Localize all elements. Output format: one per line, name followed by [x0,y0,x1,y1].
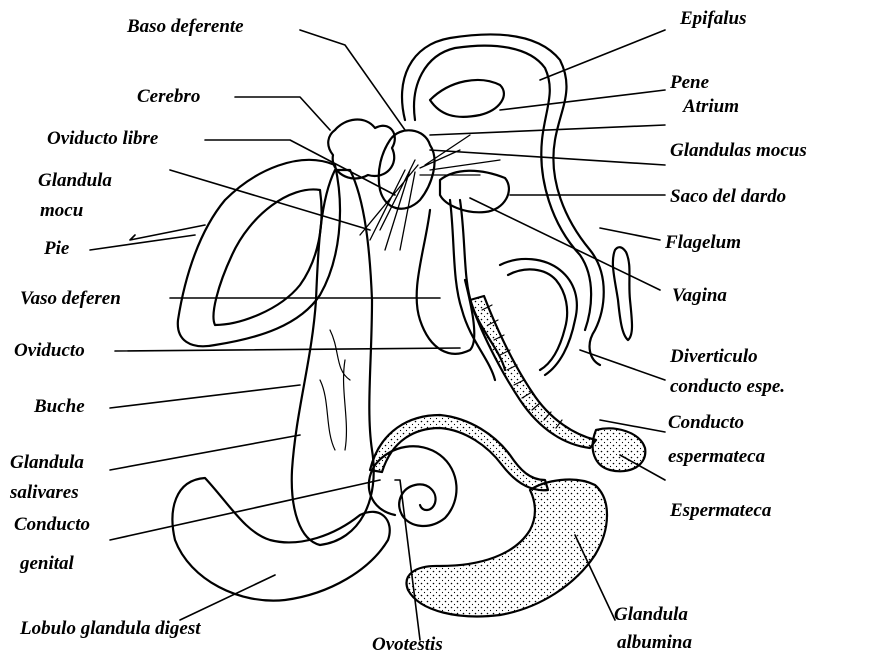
label-espermateca: Espermateca [670,500,771,522]
label-epifalus: Epifalus [680,8,747,30]
label-vagina: Vagina [672,285,727,307]
label-glandula-albumina-2: albumina [617,632,692,654]
vas-deferens [417,210,475,354]
crop-veins [320,330,350,450]
penis-loop [430,80,504,117]
label-glandula-salivares-2: salivares [10,482,79,504]
label-lobulo-glandula-digest: Lobulo glandula digest [20,618,201,640]
genital-duct [370,415,548,490]
digestive-lobe [173,478,390,601]
label-glandula-albumina-1: Glandula [614,604,688,626]
label-atrium: Atrium [683,96,739,118]
label-saco-del-dardo: Saco del dardo [670,186,786,208]
label-glandula-salivares-1: Glandula [10,452,84,474]
label-diverticulo-1: Diverticulo [670,346,758,368]
label-oviducto: Oviducto [14,340,85,362]
label-conducto-genital-1: Conducto [14,514,90,536]
label-conducto-espermateca-1: Conducto [668,412,744,434]
epiphallus [402,34,604,365]
crop-shape [292,170,374,545]
label-ovotestis: Ovotestis [372,634,443,656]
label-buche: Buche [34,396,85,418]
label-glandulas-mocus: Glandulas mocus [670,140,807,162]
flagellum-tip [613,247,632,340]
label-pie: Pie [44,238,69,260]
label-cerebro: Cerebro [137,86,200,108]
label-baso-deferente: Baso deferente [127,16,244,38]
label-glandula-mocu-2: mocu [40,200,83,222]
label-diverticulo-2: conducto espe. [670,376,785,398]
label-flagelum: Flagelum [665,232,741,254]
label-conducto-genital-2: genital [20,553,74,575]
spermatheca-duct [470,296,596,448]
label-oviducto-libre: Oviducto libre [47,128,158,150]
label-vaso-deferen: Vaso deferen [20,288,121,310]
label-conducto-espermateca-2: espermateca [668,446,765,468]
atrium-shape [379,130,435,208]
label-glandula-mocu-1: Glandula [38,170,112,192]
label-pene: Pene [670,72,709,94]
